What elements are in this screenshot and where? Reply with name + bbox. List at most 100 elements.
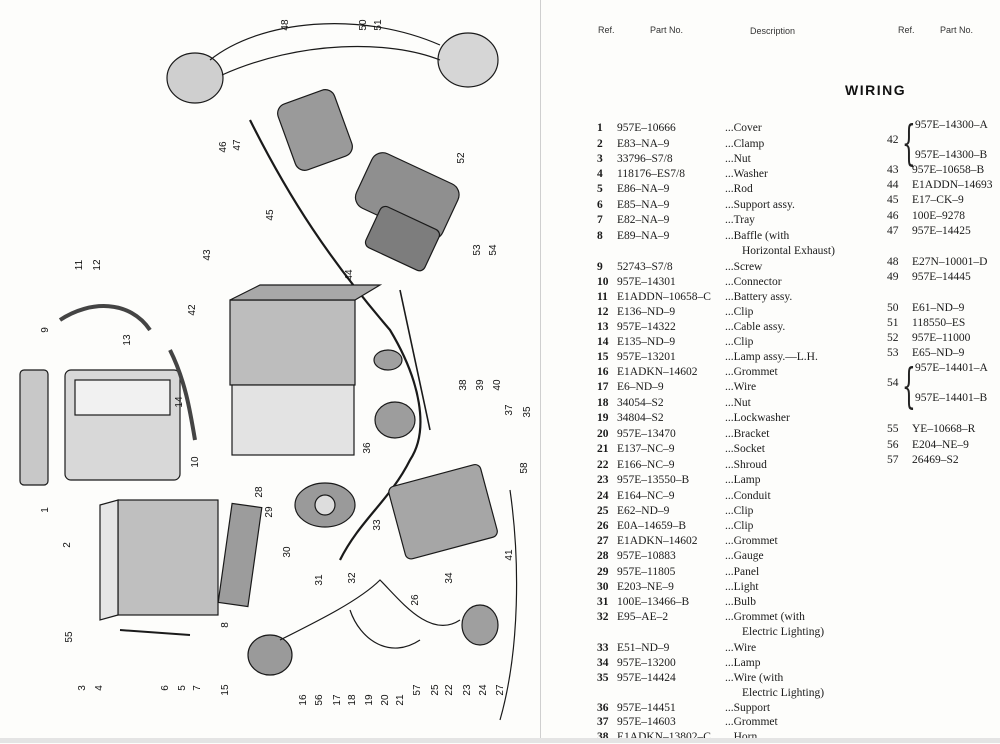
callout-25: 25 [430,684,441,696]
callout-18: 18 [347,694,358,706]
part-ref: 19 [597,412,609,424]
part-ref: 57 [887,454,899,466]
part-ref: 16 [597,366,609,378]
part-description: ...Cable assy. [725,321,786,333]
part-description: ...Light [725,581,759,593]
part-number: 100E–13466–B [617,596,690,608]
part-ref: 11 [597,291,608,303]
callout-3: 3 [77,685,88,691]
callout-34: 34 [444,572,455,584]
part-ref: 55 [887,423,899,435]
part-number: E17–CK–9 [912,194,964,206]
part-number: E1ADDN–14693 [912,179,993,191]
callout-53: 53 [472,244,483,256]
callout-46: 46 [218,141,229,153]
part-number: E6–ND–9 [617,381,664,393]
callout-48: 48 [280,19,291,31]
part-description: ...Rod [725,183,753,195]
section-title: WIRING [845,82,907,98]
part-description: ...Bracket [725,428,770,440]
part-description: ...Clip [725,306,754,318]
part-description: ...Clamp [725,138,765,150]
part-ref: 45 [887,194,899,206]
part-description: ...Panel [725,566,760,578]
part-ref: 42 [887,134,899,146]
part-number: 33796–S7/8 [617,153,673,165]
callout-50: 50 [358,19,369,31]
callout-54: 54 [488,244,499,256]
part-description: ...Tray [725,214,755,226]
part-ref: 32 [597,611,609,623]
part-number: E1ADDN–10658–C [617,291,711,303]
part-ref: 52 [887,332,899,344]
callout-23: 23 [462,684,473,696]
callout-37: 37 [504,404,515,416]
part-description: ...Grommet [725,366,778,378]
callout-9: 9 [40,327,51,333]
part-number: 957E–13470 [617,428,676,440]
callout-22: 22 [444,684,455,696]
callout-2: 2 [62,542,73,548]
part-ref: 9 [597,261,603,273]
callout-52: 52 [456,152,467,164]
part-description: ...Gauge [725,550,764,562]
part-number: 957E–14603 [617,716,676,728]
header-part-no: Part No. [650,25,684,35]
callout-4: 4 [94,685,105,691]
part-ref: 43 [887,164,899,176]
headlamp-wire [209,23,441,61]
part-number: 957E–14425 [912,225,971,237]
callout-12: 12 [92,259,103,271]
horn [374,401,416,439]
callout-35: 35 [522,406,533,418]
part-ref: 30 [597,581,609,593]
part-description: ...Wire [725,381,757,393]
side-lamp [461,604,499,646]
part-description: ...Bulb [725,596,756,608]
header-ref-right: Ref. [898,25,915,35]
part-number: E86–NA–9 [617,183,670,195]
part-number: 34054–S2 [617,397,664,409]
part-description: ...Grommet [725,535,778,547]
part-ref: 35 [597,672,609,684]
part-ref: 13 [597,321,609,333]
callout-16: 16 [298,694,309,706]
callout-31: 31 [314,574,325,586]
callout-57: 57 [412,684,423,696]
part-number: E27N–10001–D [912,256,988,268]
callout-39: 39 [475,379,486,391]
part-number: E137–NC–9 [617,443,675,455]
part-ref: 1 [597,122,603,134]
part-ref: 22 [597,459,609,471]
page-divider [540,0,541,743]
callout-47: 47 [232,139,243,151]
part-ref: 15 [597,351,609,363]
part-description: ...Nut [725,397,751,409]
callout-33: 33 [372,519,383,531]
part-number: 957E–14300–B [915,149,988,161]
battery-tray [117,499,219,616]
part-number: 957E–14401–B [915,392,988,404]
part-ref: 56 [887,439,899,451]
callout-27: 27 [495,684,506,696]
part-number: 957E–14301 [617,276,676,288]
part-description: ...Baffle (with [725,230,790,242]
part-number: E85–NA–9 [617,199,670,211]
brace-icon: { [902,358,916,414]
part-ref: 10 [597,276,609,288]
callout-30: 30 [282,546,293,558]
part-description: ...Cover [725,122,762,134]
part-description: ...Wire [725,642,757,654]
part-description: ...Support [725,702,771,714]
part-number: E136–ND–9 [617,306,676,318]
part-ref: 33 [597,642,609,654]
callout-5: 5 [177,685,188,691]
part-number: 957E–14322 [617,321,676,333]
battery-cover [19,369,49,486]
part-number: E83–NA–9 [617,138,670,150]
part-number: 957E–10883 [617,550,676,562]
part-description: ...Socket [725,443,765,455]
part-ref: 7 [597,214,603,226]
part-description: ...Grommet (with [725,611,805,623]
